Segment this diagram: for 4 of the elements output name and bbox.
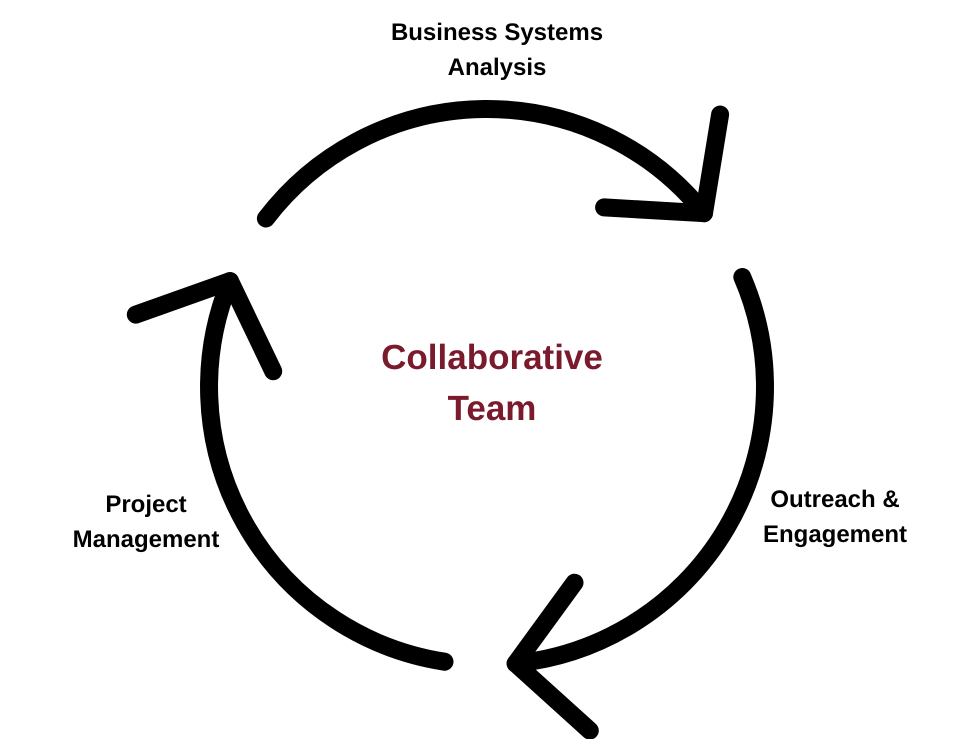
phase-label: Project Management <box>72 490 220 555</box>
phase-label: Business Systems Analysis <box>390 18 604 83</box>
center-title: Collaborative Team <box>380 337 604 430</box>
phase-label: Outreach & Engagement <box>762 485 908 550</box>
